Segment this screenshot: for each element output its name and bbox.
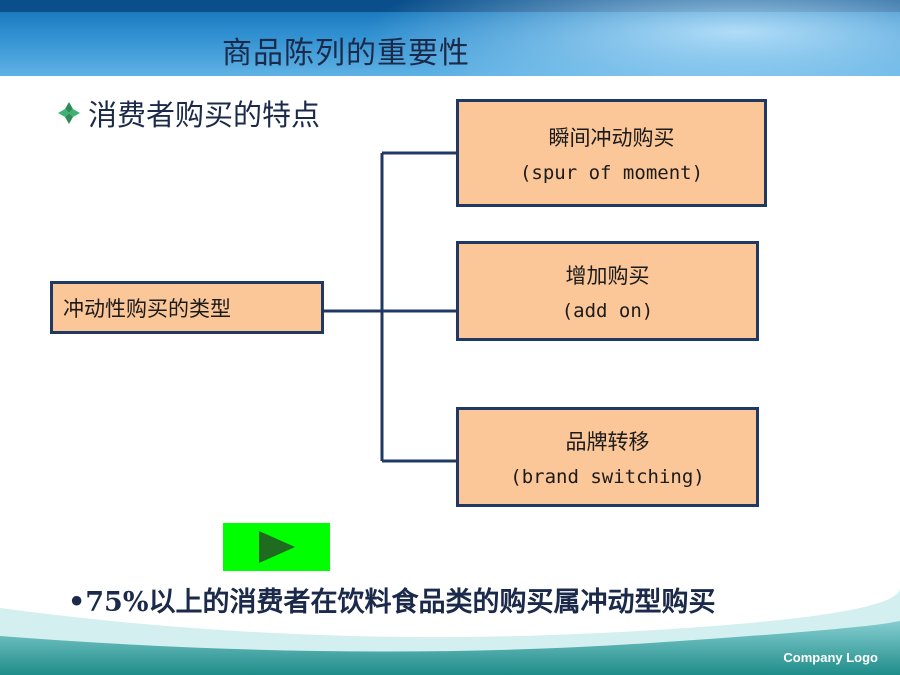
slide-title: 商品陈列的重要性 [222,36,470,71]
root-node: 冲动性购买的类型 [50,281,324,334]
branch-label-en: (add on) [561,300,654,322]
branch-label-zh: 品牌转移 [565,430,650,454]
footer-wave [0,588,900,675]
footnote-statement: •75%以上的消费者在饮料食品类的购买属冲动型购买 [68,587,716,618]
branch-label-zh: 瞬间冲动购买 [548,126,675,150]
branch-node-brand-switching: 品牌转移 (brand switching) [456,407,759,507]
branch-label-zh: 增加购买 [565,264,650,288]
company-logo: Company Logo [783,650,878,665]
title-banner [0,0,900,76]
branch-node-add-on: 增加购买 (add on) [456,241,759,341]
branch-node-spur-of-moment: 瞬间冲动购买 (spur of moment) [456,99,767,207]
play-button[interactable] [223,523,330,571]
branch-label-en: (brand switching) [510,466,705,488]
branch-label-en: (spur of moment) [519,162,704,184]
section-heading: 消费者购买的特点 [56,92,320,134]
play-icon [259,531,295,563]
diamond-bullet-icon [56,100,82,126]
banner-highlight [360,0,900,76]
heading-text: 消费者购买的特点 [88,98,321,132]
